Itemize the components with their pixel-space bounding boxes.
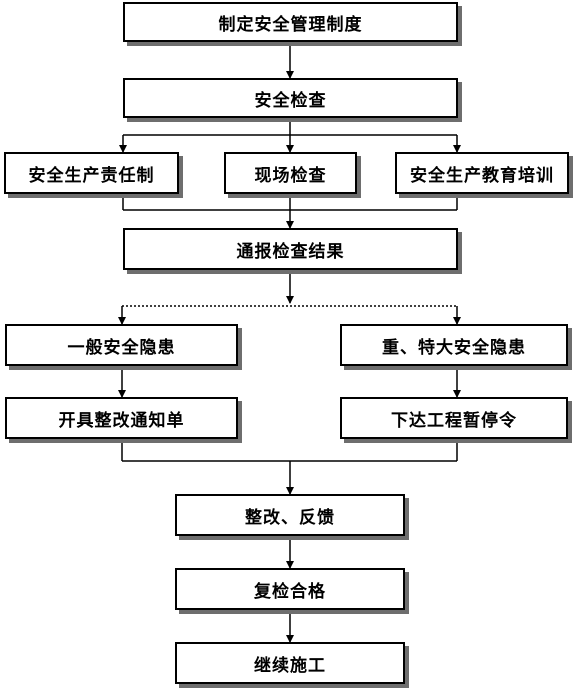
node-label: 开具整改通知单 xyxy=(58,410,185,431)
node-label: 制定安全管理制度 xyxy=(218,14,363,35)
node-rectification-notice: 开具整改通知单 xyxy=(5,397,238,439)
node-continue-construction: 继续施工 xyxy=(175,642,405,684)
node-label: 整改、反馈 xyxy=(245,507,335,528)
node-safety-inspection: 安全检查 xyxy=(123,78,458,118)
node-responsibility-system: 安全生产责任制 xyxy=(4,152,179,194)
node-major-hazard: 重、特大安全隐患 xyxy=(340,324,568,366)
node-label: 安全检查 xyxy=(254,90,327,111)
node-label: 一般安全隐患 xyxy=(67,337,176,358)
node-label: 下达工程暂停令 xyxy=(391,410,517,431)
node-general-hazard: 一般安全隐患 xyxy=(5,324,238,366)
node-label: 安全生产责任制 xyxy=(28,165,155,186)
node-label: 安全生产教育培训 xyxy=(410,165,554,186)
node-label: 现场检查 xyxy=(254,165,327,186)
node-label: 通报检查结果 xyxy=(236,241,345,262)
node-suspension-order: 下达工程暂停令 xyxy=(340,397,568,439)
node-reinspection-passed: 复检合格 xyxy=(175,568,405,610)
node-safety-policy: 制定安全管理制度 xyxy=(123,2,458,42)
node-site-inspection: 现场检查 xyxy=(224,152,357,194)
node-safety-training: 安全生产教育培训 xyxy=(395,152,569,194)
node-label: 继续施工 xyxy=(254,655,326,676)
node-report-results: 通报检查结果 xyxy=(123,228,458,270)
node-rectify-feedback: 整改、反馈 xyxy=(175,494,405,536)
node-label: 复检合格 xyxy=(254,581,326,602)
node-label: 重、特大安全隐患 xyxy=(382,337,526,358)
